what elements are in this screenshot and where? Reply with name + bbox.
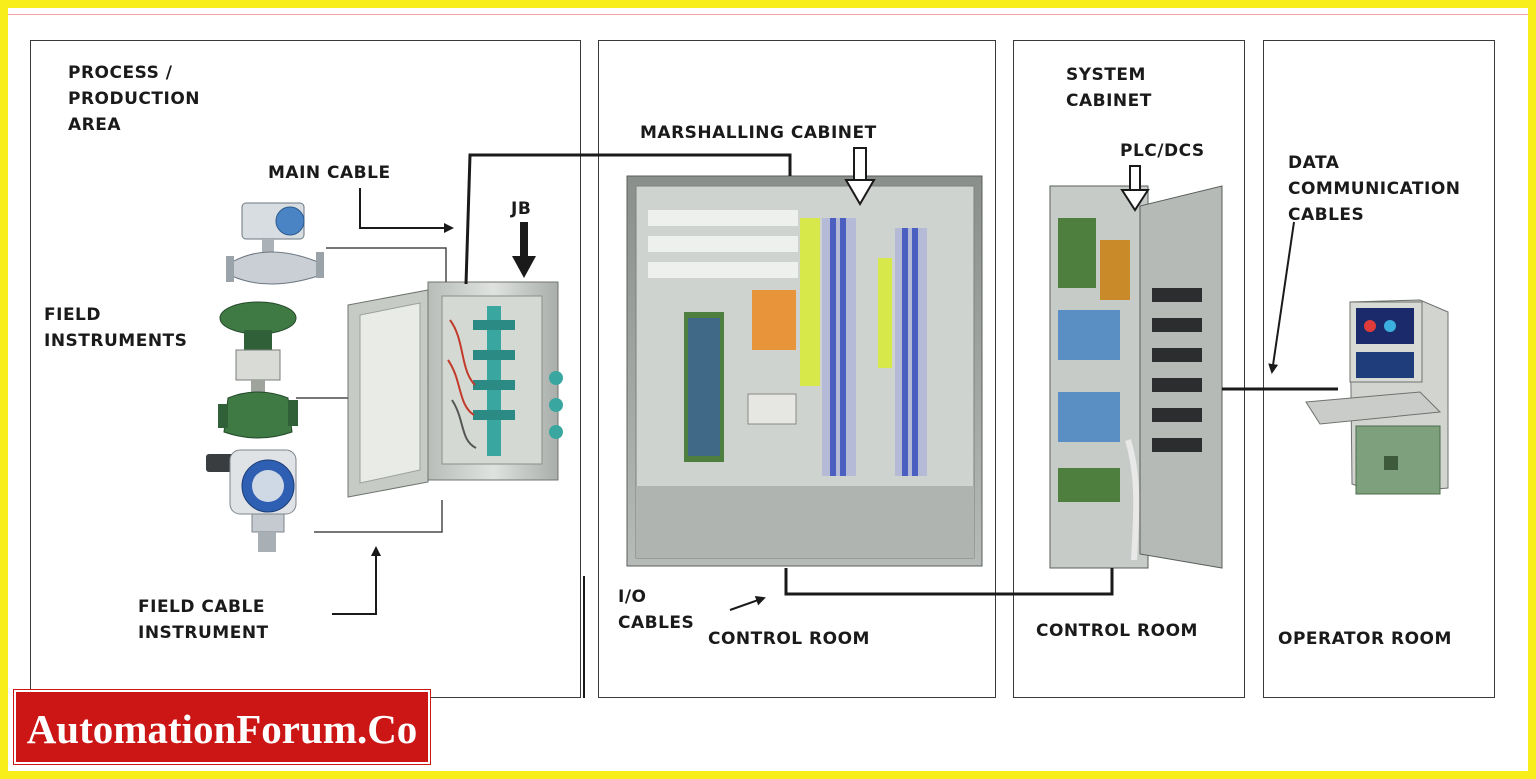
- label-control-room-2: CONTROL ROOM: [1036, 621, 1198, 641]
- label-plc-dcs: PLC/DCS: [1120, 141, 1205, 161]
- label-field-instruments: FIELD INSTRUMENTS: [44, 305, 188, 351]
- junction-box-icon: [347, 281, 563, 498]
- marshalling-cabinet-icon: [626, 175, 983, 567]
- label-jb: JB: [511, 199, 532, 219]
- label-marshalling-cabinet: MARSHALLING CABINET: [640, 123, 877, 143]
- plc-dcs-arrow-icon: [1120, 165, 1150, 212]
- main-cable-line: [464, 153, 792, 285]
- flowmeter-icon: [226, 202, 324, 285]
- top-divider: [8, 14, 1528, 15]
- label-control-room-1: CONTROL ROOM: [708, 629, 870, 649]
- label-data-communication-cables: DATA COMMUNICATION CABLES: [1288, 153, 1461, 225]
- field-cable-lines: [296, 247, 447, 533]
- main-cable-arrow-icon: [359, 188, 454, 233]
- system-cabinet-icon: [1049, 185, 1223, 569]
- control-valve-icon: [218, 301, 298, 439]
- label-process-area: PROCESS / PRODUCTION AREA: [68, 63, 200, 135]
- label-operator-room: OPERATOR ROOM: [1278, 629, 1452, 649]
- label-field-cable-instrument: FIELD CABLE INSTRUMENT: [138, 597, 269, 643]
- brand-logo: AutomationForum.Co: [13, 689, 431, 765]
- label-system-cabinet: SYSTEM CABINET: [1066, 65, 1152, 111]
- field-cable-arrow-icon: [332, 546, 381, 615]
- io-cables-arrow-icon: [729, 595, 766, 611]
- data-cable-arrow-icon: [1268, 221, 1295, 374]
- label-io-cables: I/O CABLES: [618, 587, 695, 633]
- io-cable-line: [784, 568, 1114, 596]
- pressure-transmitter-icon: [206, 449, 297, 552]
- label-main-cable: MAIN CABLE: [268, 163, 391, 183]
- operator-console-icon: [1305, 299, 1449, 495]
- marshalling-arrow-icon: [844, 147, 876, 206]
- jb-arrow-icon: [512, 222, 536, 278]
